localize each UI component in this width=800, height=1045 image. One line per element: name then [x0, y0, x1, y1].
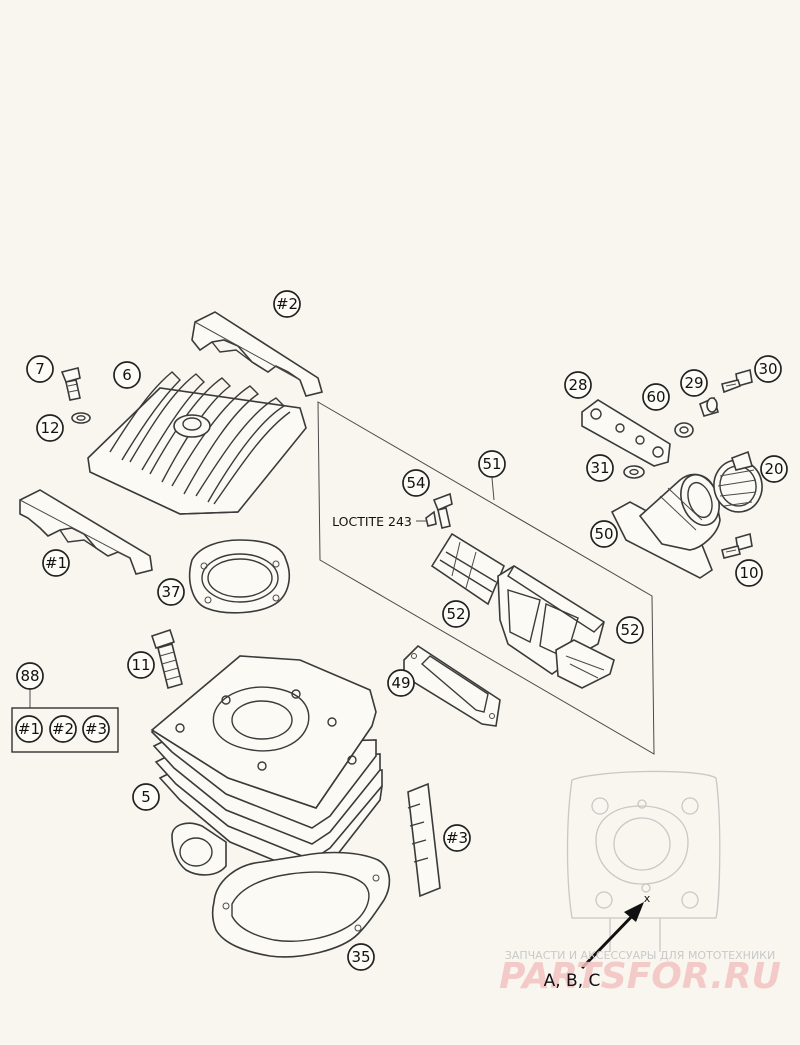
inset-caption: A, B, C: [544, 971, 601, 991]
intake-gasket: [403, 644, 501, 727]
callout-35: 35: [347, 943, 375, 971]
svg-text:88: 88: [20, 667, 39, 685]
svg-text:28: 28: [568, 376, 587, 394]
inset-marker: x: [644, 892, 651, 905]
callout-31: 31: [586, 454, 614, 482]
callout-6: 6: [113, 361, 141, 389]
svg-text:20: 20: [764, 460, 783, 478]
callout-52-left: 52: [442, 600, 470, 628]
callout-11: 11: [127, 651, 155, 679]
callout-h3: #3: [443, 824, 471, 852]
callout-28: 28: [564, 371, 592, 399]
mounting-bracket: [581, 399, 671, 467]
inset-cylinder-topview: [566, 770, 721, 952]
reed-petals-left: [430, 532, 506, 606]
svg-text:30: 30: [758, 360, 777, 378]
svg-text:#1: #1: [18, 720, 40, 738]
svg-text:#3: #3: [446, 829, 468, 847]
loctite-label: LOCTITE 243: [332, 514, 412, 529]
callout-50: 50: [590, 520, 618, 548]
watermark-brand: PARTSFOR.RU: [499, 956, 781, 997]
svg-text:37: 37: [161, 583, 180, 601]
callout-52-right: 52: [616, 616, 644, 644]
svg-text:60: 60: [646, 388, 665, 406]
svg-text:49: 49: [391, 674, 410, 692]
head-gasket: [188, 539, 291, 614]
callout-30: 30: [754, 355, 782, 383]
callout-h2: #2: [273, 290, 301, 318]
intake-manifold: [610, 473, 721, 579]
callout-20: 20: [760, 455, 788, 483]
svg-text:#2: #2: [52, 720, 74, 738]
svg-text:#1: #1: [45, 554, 67, 572]
callout-h1: #1: [42, 549, 70, 577]
svg-text:7: 7: [35, 360, 45, 378]
bushing-washer: [674, 422, 694, 438]
svg-text:50: 50: [594, 525, 613, 543]
stud-bolt: [150, 628, 183, 689]
svg-text:5: 5: [141, 788, 151, 806]
shroud-part-1: [19, 489, 153, 575]
callout-12: 12: [36, 414, 64, 442]
bracket-washer: [623, 465, 645, 479]
manifold-bolt: [721, 532, 753, 559]
reed-valve-group-box: [317, 401, 655, 755]
callout-88: 88: [16, 662, 44, 690]
inset-arrow: [580, 902, 644, 970]
callout-54: 54: [402, 469, 430, 497]
watermark-tagline: ЗАПЧАСТИ И АКСЕССУАРЫ ДЛЯ МОТОТЕХНИКИ: [505, 949, 775, 962]
head-washer: [71, 412, 91, 424]
svg-text:#3: #3: [85, 720, 107, 738]
bracket-bolt: [721, 368, 753, 394]
shroud-part-3: [407, 782, 441, 898]
callout-10: 10: [735, 559, 763, 587]
bushing: [699, 396, 719, 417]
callout-g3: #3: [82, 715, 110, 743]
svg-text:10: 10: [739, 564, 758, 582]
callout-37: 37: [157, 578, 185, 606]
svg-text:35: 35: [351, 948, 370, 966]
callout-60: 60: [642, 383, 670, 411]
reed-screw: [425, 492, 453, 529]
svg-text:52: 52: [620, 621, 639, 639]
svg-text:52: 52: [446, 605, 465, 623]
callout-7: 7: [26, 355, 54, 383]
svg-text:31: 31: [590, 459, 609, 477]
cylinder-head: [87, 371, 307, 515]
callout-5: 5: [132, 783, 160, 811]
svg-text:11: 11: [131, 656, 150, 674]
hose-clamp: [713, 450, 763, 513]
shroud-part-2: [191, 311, 323, 397]
callout-29: 29: [680, 369, 708, 397]
svg-text:#2: #2: [276, 295, 298, 313]
svg-text:54: 54: [406, 474, 425, 492]
svg-text:6: 6: [122, 366, 132, 384]
callout-49: 49: [387, 669, 415, 697]
callout-g2: #2: [49, 715, 77, 743]
callout-51: 51: [478, 450, 506, 478]
base-gasket: [211, 851, 391, 958]
svg-text:12: 12: [40, 419, 59, 437]
callout-g1: #1: [15, 715, 43, 743]
head-bolt: [60, 367, 81, 401]
cylinder: [150, 655, 383, 877]
gasket-set-box: [11, 707, 119, 753]
reed-petals-right: [555, 639, 615, 689]
svg-text:51: 51: [482, 455, 501, 473]
svg-text:29: 29: [684, 374, 703, 392]
